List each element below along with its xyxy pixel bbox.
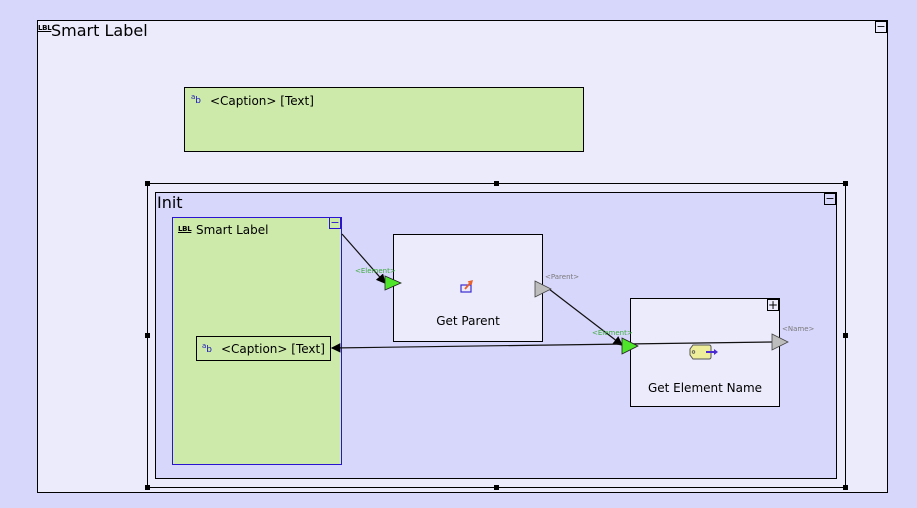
text-field-icon: ab	[202, 342, 213, 355]
resize-handle-w[interactable]	[145, 333, 150, 338]
outer-caption-field[interactable]: ab <Caption> [Text]	[184, 87, 584, 152]
get-element-name-input-label: <Element>	[592, 329, 633, 337]
resize-handle-s[interactable]	[494, 485, 499, 490]
resize-handle-nw[interactable]	[145, 181, 150, 186]
inner-collapse-button[interactable]: −	[329, 216, 341, 229]
resize-handle-sw[interactable]	[145, 485, 150, 490]
inner-label-icon: LBL	[178, 225, 192, 233]
get-parent-title: Get Parent	[436, 314, 500, 328]
inner-smart-label-title: Smart Label	[196, 223, 269, 237]
resize-handle-se[interactable]	[843, 485, 848, 490]
init-collapse-button[interactable]: −	[824, 192, 836, 205]
get-element-name-output-label: <Name>	[782, 325, 815, 333]
caption-text: <Caption> [Text]	[210, 94, 314, 108]
resize-handle-e[interactable]	[843, 333, 848, 338]
text-field-icon: ab	[191, 93, 202, 106]
get-element-name-node[interactable]: + Get Element Name	[630, 298, 780, 407]
init-title: Init	[157, 193, 183, 212]
wire-label-to-get-parent[interactable]	[341, 233, 386, 284]
inner-caption-field[interactable]: ab <Caption> [Text]	[196, 336, 331, 361]
get-parent-input-label: <Element>	[355, 267, 396, 275]
resize-handle-n[interactable]	[494, 181, 499, 186]
inner-caption-text: <Caption> [Text]	[221, 342, 325, 356]
label-icon: LBL	[38, 24, 52, 32]
get-element-name-title: Get Element Name	[647, 381, 763, 395]
get-parent-input-port[interactable]	[384, 275, 402, 291]
outer-block-title: Smart Label	[51, 21, 148, 40]
wire-parent-to-element[interactable]	[548, 288, 623, 346]
get-element-name-input-port[interactable]	[621, 337, 639, 355]
resize-handle-ne[interactable]	[843, 181, 848, 186]
wire-name-to-caption[interactable]	[330, 341, 773, 353]
name-tag-icon	[689, 344, 718, 360]
expand-button[interactable]: +	[767, 298, 779, 312]
get-parent-output-label: <Parent>	[545, 273, 580, 281]
get-element-name-output-port[interactable]	[771, 333, 789, 351]
get-parent-output-port[interactable]	[534, 280, 552, 298]
get-parent-icon	[460, 280, 473, 293]
outer-collapse-button[interactable]: −	[875, 20, 887, 33]
